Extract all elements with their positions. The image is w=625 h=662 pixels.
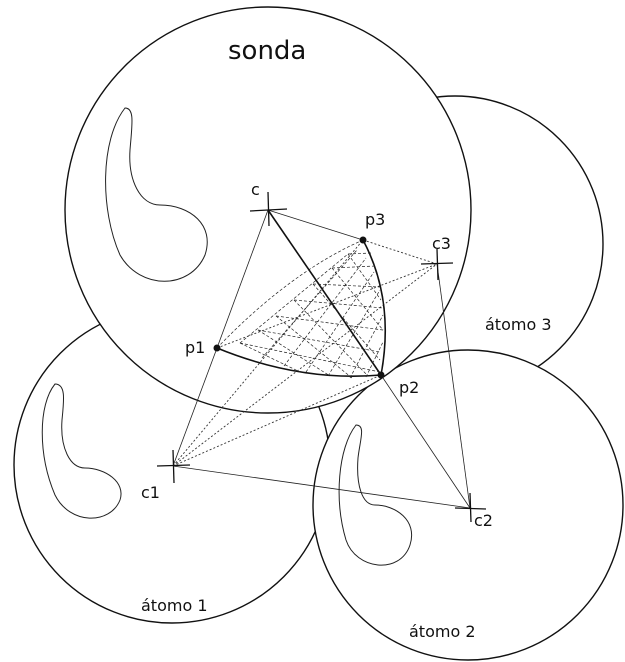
atom-3-label: átomo 3 (485, 315, 552, 334)
point-p1-dot (213, 344, 221, 352)
line-p1-c1 (172, 347, 218, 467)
line-c-p3 (267, 209, 364, 241)
line-p1-c3 (216, 263, 438, 349)
center-c3-cross (420, 248, 454, 281)
center-c-cross (249, 191, 288, 227)
p2-label: p2 (399, 378, 419, 397)
patch-arc-p1-p3 (216, 239, 364, 349)
center-c1-cross (156, 449, 191, 484)
probe-label: sonda (228, 36, 306, 66)
point-p3-dot (359, 236, 367, 244)
atom-1-label: átomo 1 (141, 596, 208, 615)
probe-shading-blob (105, 107, 208, 282)
line-c3-c2 (436, 263, 471, 509)
point-p2-dot (377, 371, 385, 379)
atom-1-shading-blob (41, 383, 122, 519)
patch-arc-p3-p2 (362, 239, 387, 376)
line-p2-c2 (380, 374, 471, 509)
c3-label: c3 (432, 234, 451, 253)
line-c1-p3 (172, 239, 364, 467)
p3-label: p3 (365, 210, 385, 229)
construction-lines (172, 239, 438, 467)
patch-mesh (239, 249, 384, 379)
line-c-p2 (267, 209, 382, 376)
atom-2-label: átomo 2 (409, 622, 476, 641)
c1-label: c1 (141, 483, 160, 502)
line-c1-c3 (172, 263, 438, 467)
line-c1-c2 (172, 465, 471, 509)
c-label: c (251, 180, 260, 199)
reentrant-patch (216, 239, 387, 379)
c2-label: c2 (474, 511, 493, 530)
line-c-p1 (216, 209, 269, 349)
atom-2-shading-blob (338, 424, 413, 566)
solid-lines (172, 209, 471, 509)
p1-label: p1 (185, 338, 205, 357)
line-p3-c3 (362, 239, 438, 265)
center-c2-cross (454, 492, 487, 523)
line-c1-p2 (172, 374, 382, 467)
